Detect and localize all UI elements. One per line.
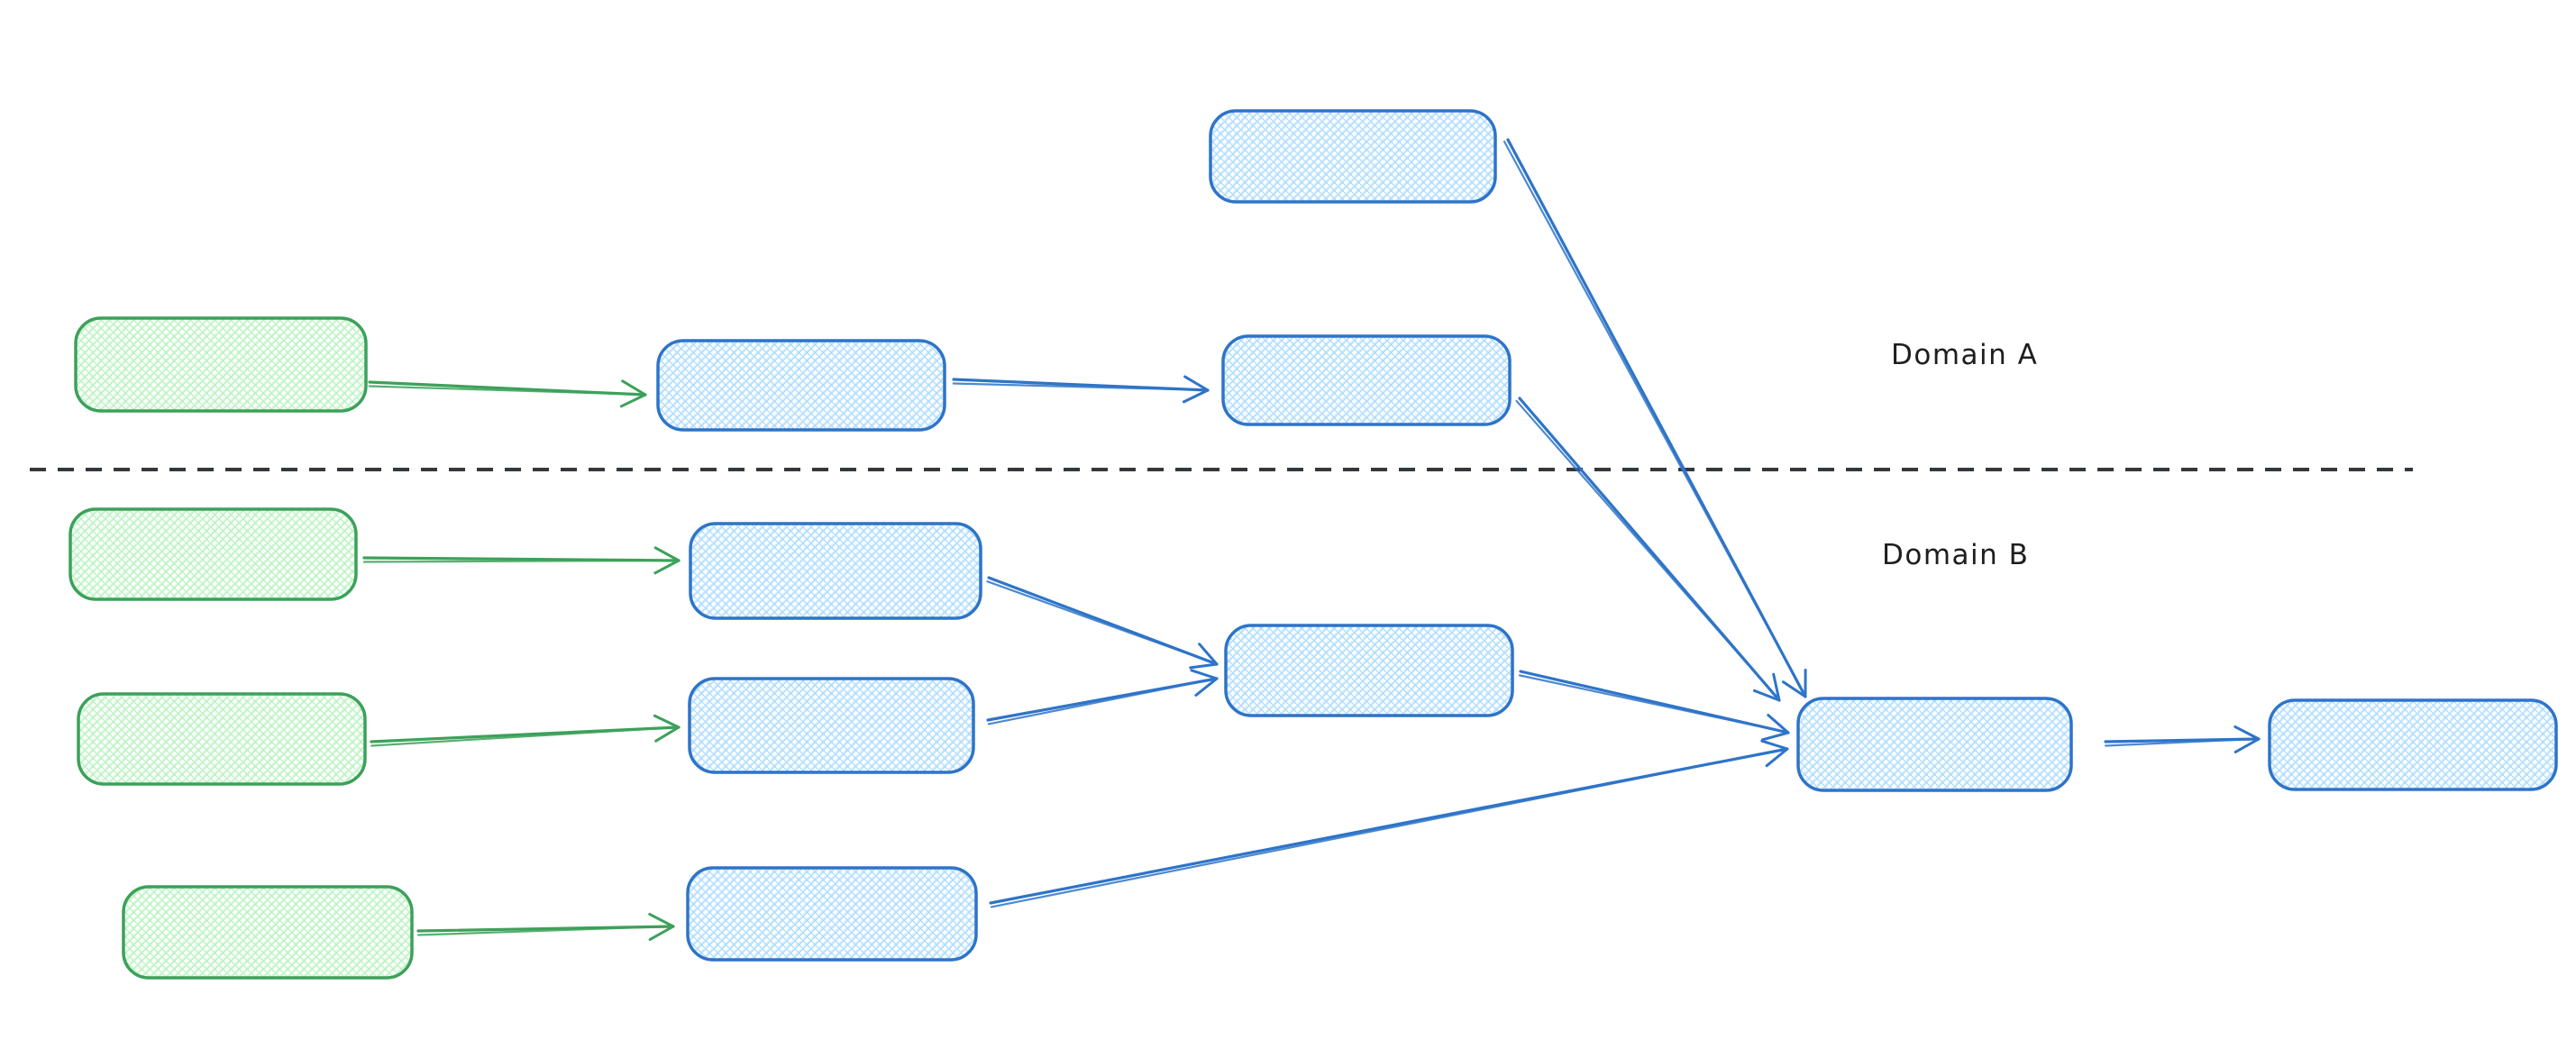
node-green-source-b2[interactable] (77, 692, 367, 786)
edge-top-to-confluence-line (1506, 138, 1807, 698)
node-blue-b2[interactable] (688, 677, 975, 774)
node-green-source-b3[interactable] (122, 885, 414, 980)
edge-confluence-to-output-line (2104, 725, 2261, 753)
node-green-source-a[interactable] (74, 316, 368, 413)
node-blue-merge-b[interactable] (1224, 624, 1514, 717)
edge-merge-to-confluence[interactable] (1518, 670, 1790, 742)
edge-top-to-confluence[interactable] (1503, 138, 1807, 698)
edge-green-b1-to-b1[interactable] (362, 546, 681, 575)
edge-green-b3-to-b3-line (416, 912, 675, 941)
node-blue-b1[interactable] (689, 522, 982, 620)
edge-b2-to-merge[interactable] (986, 669, 1219, 725)
node-blue-top[interactable] (1209, 109, 1497, 204)
edge-green-a-to-a1-line (368, 379, 647, 408)
edge-green-a-to-a1[interactable] (368, 379, 647, 408)
edge-b1-to-merge[interactable] (986, 576, 1219, 670)
edge-b3-to-confluence-line (989, 739, 1789, 905)
edge-a2-to-confluence-line (1518, 397, 1781, 702)
node-blue-output[interactable] (2268, 698, 2558, 791)
node-blue-confluence[interactable] (1796, 697, 2073, 792)
edge-merge-to-confluence-line (1519, 670, 1790, 742)
edge-a2-to-confluence[interactable] (1515, 397, 1781, 702)
domain-b-label[interactable]: Domain B (1882, 539, 2029, 571)
edge-green-b3-to-b3[interactable] (416, 912, 675, 941)
edge-b3-to-confluence[interactable] (989, 739, 1789, 908)
edge-b2-to-merge-line (986, 669, 1219, 722)
diagram-root: Domain A Domain B (30, 109, 2558, 980)
domain-a-label[interactable]: Domain A (1891, 339, 2038, 371)
edge-green-b2-to-b2[interactable] (370, 714, 681, 747)
edge-b1-to-merge-line (987, 576, 1219, 670)
edge-green-b1-to-b1-line (362, 546, 681, 575)
node-blue-b3[interactable] (686, 866, 978, 962)
node-blue-a2[interactable] (1221, 334, 1512, 426)
edge-green-b2-to-b2-line (370, 714, 681, 743)
node-green-source-b1[interactable] (69, 507, 358, 601)
node-blue-a1[interactable] (656, 339, 946, 432)
edge-a1-to-a2[interactable] (952, 375, 1210, 404)
edge-a1-to-a2-line (952, 375, 1210, 404)
edge-confluence-to-output[interactable] (2104, 725, 2261, 753)
